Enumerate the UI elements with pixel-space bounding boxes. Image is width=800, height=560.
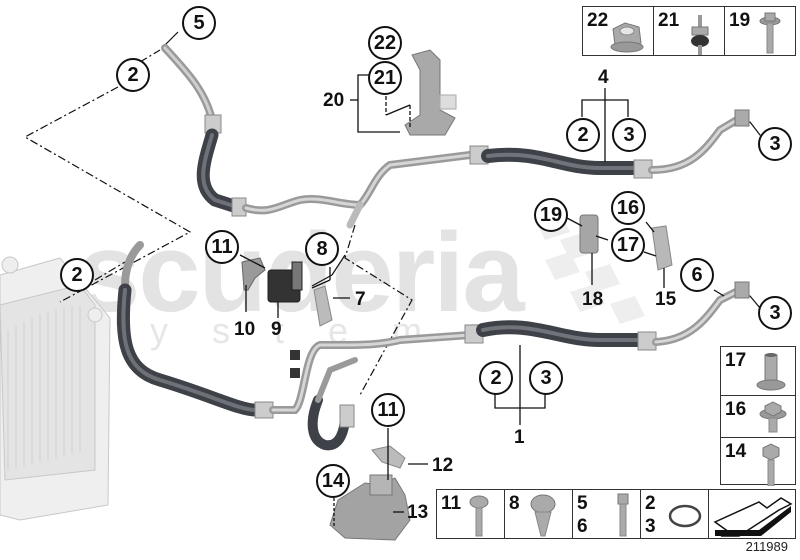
callout-8[interactable]: 8 [305,232,339,266]
callout-22[interactable]: 22 [368,26,402,60]
hardware-cell-8[interactable]: 8 [504,489,573,539]
hardware-part-number-top: 5 [577,493,588,514]
callout-11-left[interactable]: 11 [205,230,239,264]
label-1[interactable]: 1 [514,427,525,448]
hardware-cell-14[interactable]: 14 [720,437,796,486]
label-15[interactable]: 15 [655,289,677,310]
callout-11-bottom[interactable]: 11 [371,393,405,427]
callout-17[interactable]: 17 [611,228,645,262]
rubber-mount-stud-icon [691,15,709,55]
label-9[interactable]: 9 [271,319,282,340]
hardware-part-number-bottom: 6 [577,516,588,537]
label-13[interactable]: 13 [407,502,429,523]
hardware-part-number: 8 [509,493,520,514]
hardware-cell-17[interactable]: 17 [720,346,796,396]
callout-19[interactable]: 19 [534,198,568,232]
callout-5[interactable]: 5 [182,6,216,40]
label-12[interactable]: 12 [432,455,454,476]
hardware-part-number: 19 [729,10,751,31]
hardware-cell-arrow[interactable] [708,489,796,539]
watermark-sub: systems [88,310,529,351]
bracket-20 [404,49,457,136]
flange-bolt-icon [759,12,781,54]
clamp-18 [579,214,599,254]
hardware-part-number: 17 [725,350,747,371]
hardware-part-number: 14 [725,441,747,462]
o-ring-icon [668,504,702,528]
clip-9 [267,261,303,303]
callout-2-upper[interactable]: 2 [116,58,150,92]
mount-13 [329,474,411,541]
label-10[interactable]: 10 [234,319,256,340]
hardware-cell-5-6[interactable]: 5 6 [572,489,641,539]
label-18[interactable]: 18 [582,289,604,310]
callout-16[interactable]: 16 [611,191,645,225]
callout-3-mid[interactable]: 3 [758,296,792,330]
callout-1-2[interactable]: 2 [479,361,513,395]
reference-number: 211989 [745,539,788,554]
hardware-cell-22[interactable]: 22 [582,6,654,56]
torx-screw-icon [469,495,489,537]
label-20[interactable]: 20 [323,90,345,111]
hardware-cell-21[interactable]: 21 [653,6,725,56]
hardware-part-number-bottom: 3 [645,516,656,537]
hex-bolt-long-icon [762,443,780,486]
hex-bolt-icon [617,493,629,537]
hardware-cell-2-3[interactable]: 2 3 [640,489,709,539]
hardware-cell-19[interactable]: 19 [724,6,796,56]
callout-1-3[interactable]: 3 [529,361,563,395]
hex-flange-bolt-short-icon [759,401,787,433]
callout-3-top[interactable]: 3 [758,127,792,161]
callout-4-3[interactable]: 3 [612,118,646,152]
hardware-part-number: 16 [725,399,747,420]
hose-lower [116,241,761,451]
callout-14[interactable]: 14 [316,464,350,498]
hardware-cell-11[interactable]: 11 [436,489,505,539]
hardware-part-number: 22 [587,10,609,31]
torx-plastic-screw-icon [530,494,556,537]
direction-arrow-icon [713,497,793,537]
hardware-cell-16[interactable]: 16 [720,395,796,438]
clip-10 [241,257,266,291]
callout-21[interactable]: 21 [368,61,402,95]
callout-2-left[interactable]: 2 [60,258,94,292]
flange-nut-icon [610,22,644,53]
hardware-part-number: 11 [441,493,462,514]
label-4[interactable]: 4 [598,67,609,88]
hardware-part-number: 21 [658,10,680,31]
label-7[interactable]: 7 [355,289,366,310]
clamp-15 [651,225,673,271]
clip-7 [313,285,333,327]
hose-upper-left [161,44,761,229]
radiator [0,256,111,521]
hardware-part-number-top: 2 [645,493,656,514]
callout-6[interactable]: 6 [680,258,714,292]
callout-4-2[interactable]: 2 [566,118,600,152]
sleeve-bushing-icon [756,353,786,391]
